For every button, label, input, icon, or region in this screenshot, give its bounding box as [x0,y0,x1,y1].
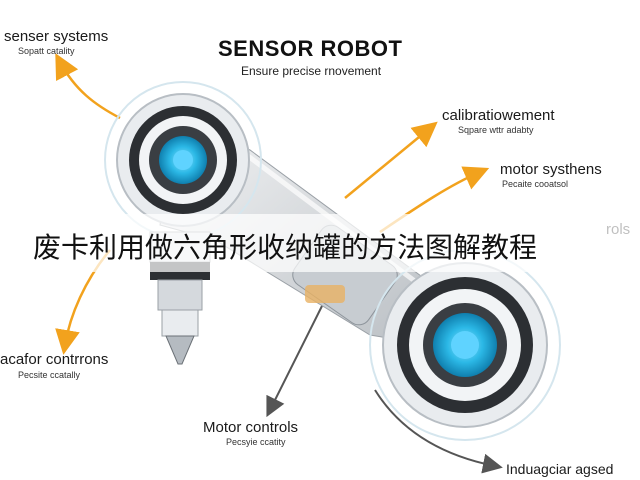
label-right-mid-sub: Pecaite cooatsol [502,179,569,189]
caption-banner-text: 废卡利用做六角形收纳罐的方法图解教程 [33,231,538,264]
label-bottom-center-sub: Pecsyie ccatity [226,437,286,447]
arrow-top-left [55,53,121,120]
diagram-subtitle: Ensure precise rnovement [241,64,382,78]
diagram-title: SENSOR ROBOT [218,36,403,61]
label-bottom-right: Induagciar agsed [506,461,614,477]
arrow-bottom-right [374,389,503,474]
sensor-joint-top [104,81,262,239]
label-right-mid-main: motor systhens [500,161,602,178]
label-left-bottom-sub: Pecsite ccatally [18,370,81,380]
label-top-left-sub: Sopatt catality [18,46,75,56]
label-right-top-main: calibratiowement [442,107,555,124]
label-left-bottom-main: acafor contrrons [0,351,109,368]
arrow-right-top [344,121,438,199]
label-right-top-sub: Sqpare wttr adabty [458,125,534,135]
arrow-bottom-center [266,299,326,418]
caption-banner [0,214,640,272]
sensor-joint-bottom [369,249,561,441]
label-bottom-center-main: Motor controls [203,419,299,436]
label-top-left-main: senser systems [4,28,109,45]
